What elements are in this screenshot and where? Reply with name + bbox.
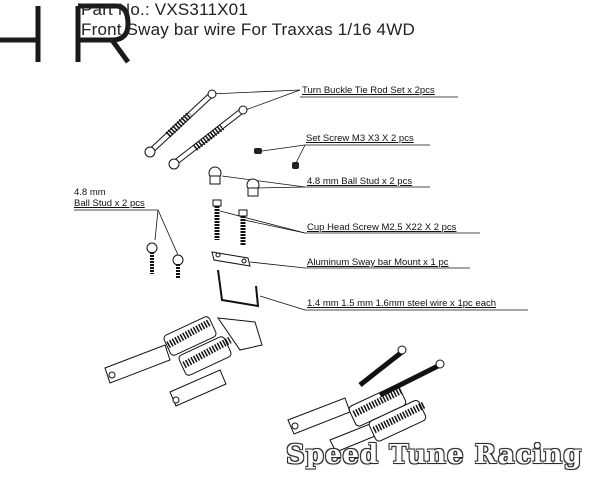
ball-stud-right-1 [208, 166, 222, 185]
ball-stud-right-2 [246, 178, 260, 197]
right-shock-assembly [287, 345, 445, 453]
label-set-screw: Set Screw M3 X3 X 2 pcs [306, 133, 414, 144]
label-cup-head-screw: Cup Head Screw M2.5 X22 X 2 pcs [307, 222, 457, 233]
watermark-text: Speed Tune Racing [286, 440, 583, 470]
label-sway-bar-mount: Aluminum Sway bar Mount x 1 pc [307, 257, 449, 268]
ball-stud-left-1 [146, 242, 158, 274]
sway-bar-mount [211, 251, 251, 267]
ball-stud-left-2 [172, 254, 184, 278]
label-ball-stud-48: 4.8 mm Ball Stud x 2 pcs [307, 176, 413, 187]
set-screw-1 [254, 148, 262, 154]
label-turnbuckle: Turn Buckle Tie Rod Set x 2pcs [302, 85, 435, 96]
turnbuckle-leader-1 [209, 89, 301, 95]
page-title: Front Sway bar wire For Traxxas 1/16 4WD [81, 20, 415, 39]
turnbuckle-rod-1 [144, 89, 217, 158]
steel-wire [217, 269, 260, 308]
turnbuckle-rod-2 [168, 105, 248, 170]
brand-logo-fragment [0, 3, 131, 64]
left-shock-assembly [104, 316, 263, 407]
set-screw-2 [292, 162, 299, 169]
cup-head-screw-2 [238, 209, 248, 245]
label-left-stud-qty: Ball Stud x 2 pcs [74, 198, 145, 209]
part-number: Part No.: VXS311X01 [81, 0, 248, 19]
cup-head-screw-1 [212, 199, 222, 240]
label-steel-wire: 1.4 mm 1.5 mm 1.6mm steel wire x 1pc eac… [307, 298, 497, 309]
turnbuckle-leader-2 [239, 89, 301, 113]
label-left-stud-size: 4.8 mm [74, 187, 106, 198]
